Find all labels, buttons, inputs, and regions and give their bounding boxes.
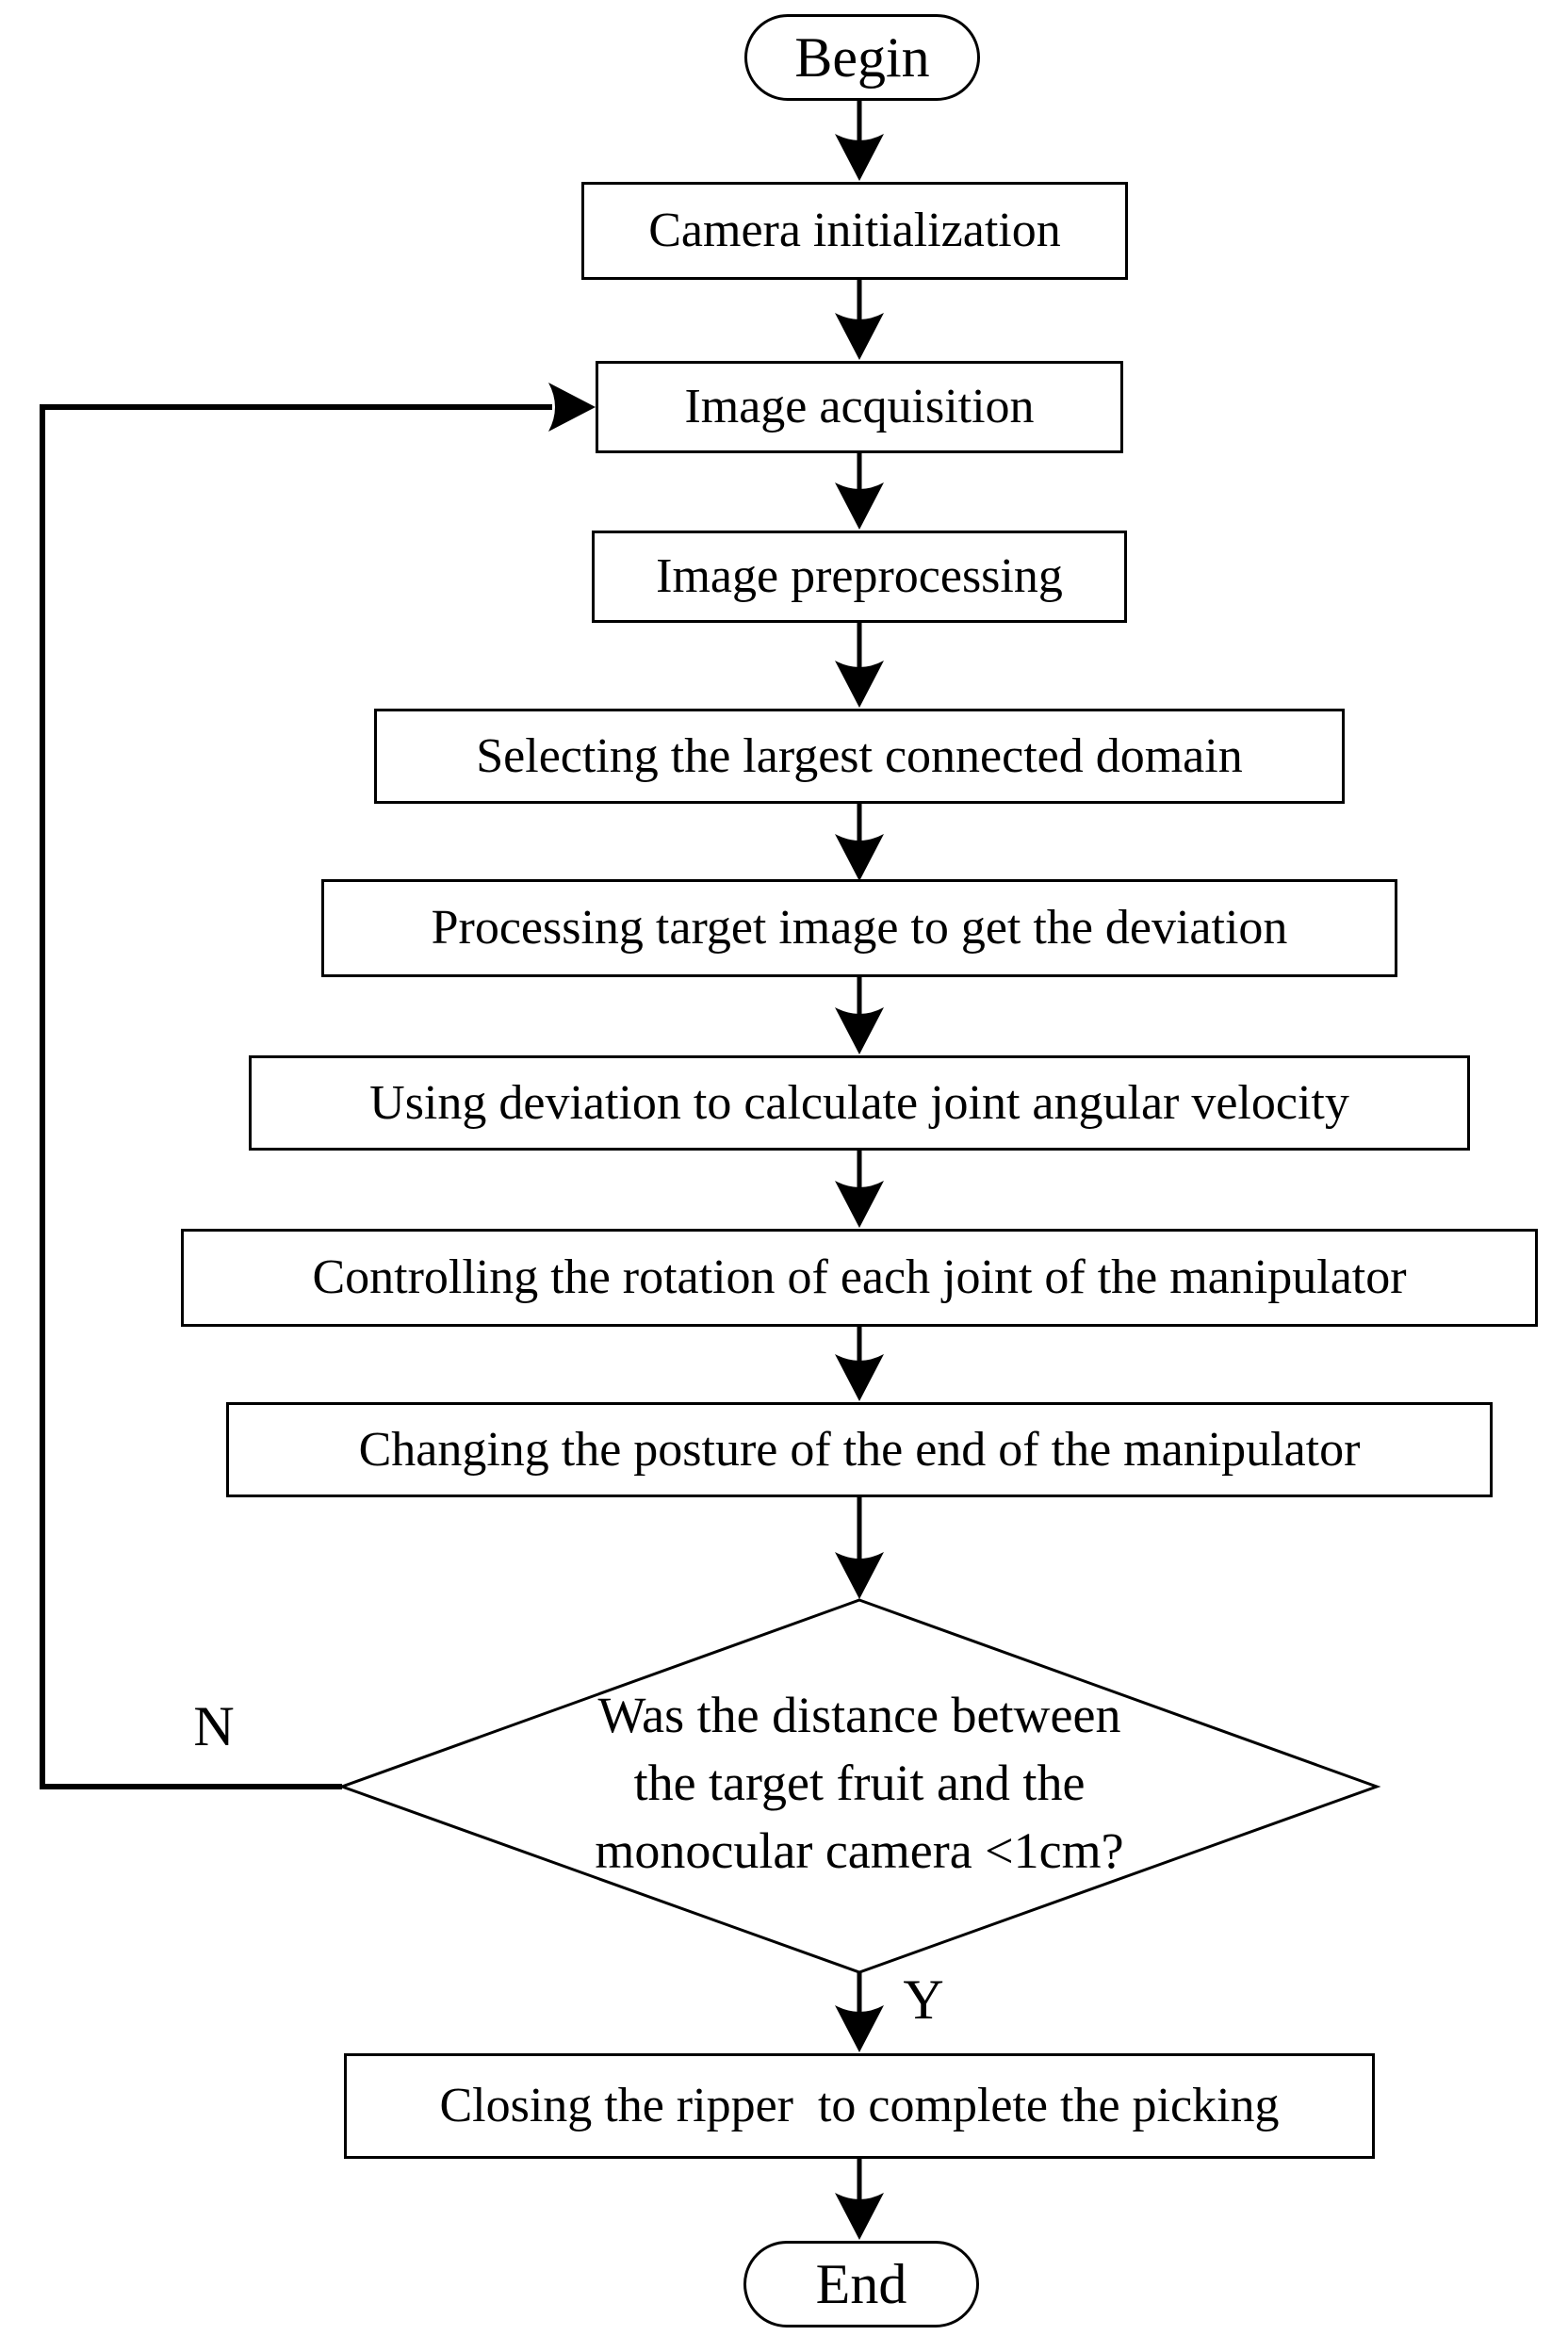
node-changing-posture: Changing the posture of the end of the m… [226, 1402, 1493, 1497]
edge-camera-imageacq [835, 280, 884, 360]
edge-imageacq-preproc [835, 452, 884, 530]
node-begin: Begin [744, 14, 980, 101]
node-processing-target-image: Processing target image to get the devia… [321, 879, 1397, 977]
node-distance-decision: Was the distance between the target frui… [595, 1687, 1124, 1879]
node-controlling-rotation: Controlling the rotation of each joint o… [181, 1229, 1538, 1327]
node-image-preprocessing: Image preprocessing [592, 531, 1127, 623]
edge-decision-imageacq [40, 383, 596, 1789]
edge-preproc-selecting [835, 622, 884, 708]
node-camera-initialization: Camera initialization [581, 182, 1128, 280]
edge-controlling-changing [835, 1327, 884, 1401]
edge-closing-end [835, 2158, 884, 2240]
edge-begin-camera [835, 101, 884, 181]
node-end: End [743, 2241, 979, 2328]
node-selecting-largest-connected-domain: Selecting the largest connected domain [374, 709, 1345, 804]
edge-changing-decision [835, 1497, 884, 1599]
node-using-deviation: Using deviation to calculate joint angul… [249, 1055, 1470, 1151]
node-image-acquisition: Image acquisition [596, 361, 1123, 453]
edge-decision-closing [835, 1972, 884, 2052]
node-closing-ripper: Closing the ripper to complete the picki… [344, 2053, 1375, 2159]
edge-processing-using [835, 977, 884, 1054]
edge-selecting-processing [835, 803, 884, 881]
branch-label-no: N [193, 1694, 235, 1757]
edge-using-controlling [835, 1151, 884, 1228]
branch-label-yes: Y [903, 1968, 944, 2031]
